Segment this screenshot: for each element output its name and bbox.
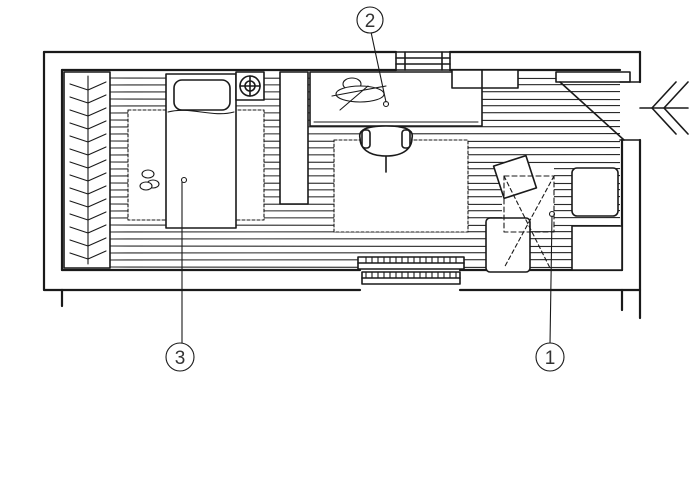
hanger-icon [69, 250, 107, 260]
hanger-icon [69, 94, 107, 104]
hanger-icon [69, 172, 107, 182]
lounge-area [485, 154, 623, 273]
callout-label-3: 3 [175, 348, 186, 369]
hanger-icon [69, 120, 107, 130]
callout-3: 3 [165, 181, 195, 372]
slippers-icon [139, 169, 160, 191]
plant-icon [235, 71, 265, 101]
callout-label-2: 2 [365, 11, 376, 32]
window-top [395, 51, 451, 71]
window-bottom [357, 256, 465, 285]
hanger-icon [69, 211, 107, 221]
hanger-icon [69, 107, 107, 117]
rug-desk [333, 139, 469, 233]
entrance-door [555, 71, 641, 141]
partition-shelf [279, 71, 309, 205]
hanger-icon [69, 159, 107, 169]
hanger-icon [69, 133, 107, 143]
hanger-icon [69, 185, 107, 195]
arrow-entrance-icon [639, 81, 689, 135]
desk-chair [358, 125, 414, 173]
callout-label-1: 1 [545, 348, 556, 369]
hanger-icon [69, 237, 107, 247]
wardrobe [63, 71, 111, 269]
callout-2: 2 [356, 6, 387, 103]
hanger-icon [69, 81, 107, 91]
bed-marker-3 [180, 176, 188, 184]
hanger-icon [69, 198, 107, 208]
sideboard [451, 69, 519, 89]
plank-line [109, 245, 621, 248]
callout-1: 1 [535, 215, 565, 372]
pillow-icon [173, 79, 231, 111]
hanger-icon [69, 146, 107, 156]
hanger-icon [69, 224, 107, 234]
bed [165, 73, 237, 229]
lamp-icon [331, 77, 387, 111]
